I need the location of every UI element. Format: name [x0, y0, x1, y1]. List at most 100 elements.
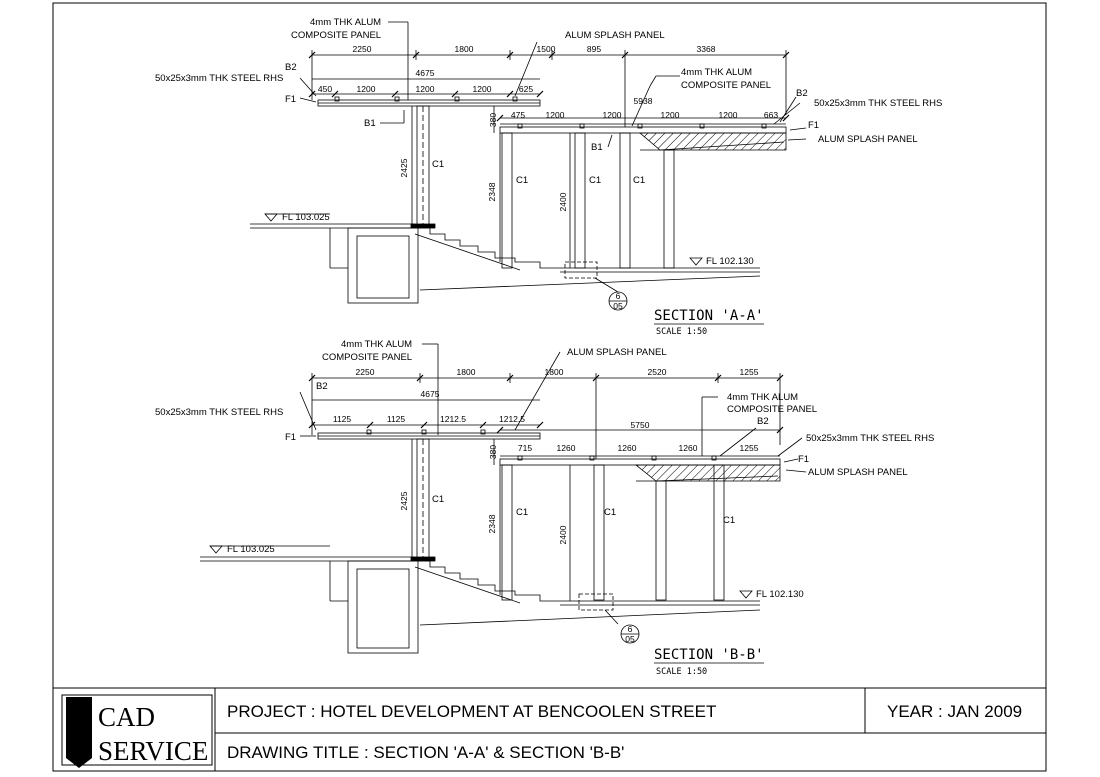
project-name: PROJECT : HOTEL DEVELOPMENT AT BENCOOLEN… [227, 702, 716, 721]
dim-bay-right: 663 [764, 110, 778, 120]
dim-top: 895 [587, 44, 601, 54]
sheet-border [52, 2, 1047, 772]
section-title: SECTION 'B-B' [654, 647, 764, 663]
logo-box [61, 694, 213, 766]
column-label: C1 [516, 507, 528, 518]
label-b2-right: B2 [796, 88, 808, 99]
dim-bay-left: 1200 [473, 84, 492, 94]
callout-bottom: 05 [625, 634, 635, 644]
dim-bay-left: 1200 [357, 84, 376, 94]
label-panel-right-1: 4mm THK ALUM [727, 392, 798, 403]
dim-bay-left: 450 [318, 84, 332, 94]
label-b2: B2 [285, 62, 297, 73]
level-upper: FL 103.025 [282, 212, 330, 223]
dim-top: 3368 [697, 44, 716, 54]
section-title: SECTION 'A-A' [654, 308, 764, 324]
dim-bay-right: 1200 [661, 110, 680, 120]
dim-top: 2250 [356, 367, 375, 377]
dim-bay-right: 1200 [603, 110, 622, 120]
dim-top: 1500 [537, 44, 556, 54]
column-label: C1 [432, 159, 444, 170]
callout-top: 6 [616, 291, 621, 301]
dim-bay-left: 625 [519, 84, 533, 94]
label-rhs-left: 50x25x3mm THK STEEL RHS [155, 73, 283, 84]
column-label: C1 [516, 175, 528, 186]
label-splash-right: ALUM SPLASH PANEL [808, 467, 908, 478]
dim-step: 380 [488, 113, 498, 127]
section-b-b [200, 343, 807, 664]
dim-bay-right: 1260 [679, 443, 698, 453]
label-f1-right: F1 [808, 120, 819, 131]
section-scale: SCALE 1:50 [656, 667, 707, 677]
dim-overall-left: 4675 [421, 389, 440, 399]
callout-top: 6 [628, 624, 633, 634]
logo-letter: S [70, 712, 90, 745]
label-panel-right-1: 4mm THK ALUM [681, 67, 752, 78]
label-b1: B1 [364, 118, 376, 129]
dim-bay-right: 1260 [618, 443, 637, 453]
label-panel-right-2: COMPOSITE PANEL [681, 80, 771, 91]
dim-overall-right: 5750 [631, 420, 650, 430]
dim-bay-left: 1212.5 [499, 414, 525, 424]
dim-height-mid: 2348 [487, 182, 497, 201]
dim-bay-right: 715 [518, 443, 532, 453]
label-splash-left: ALUM SPLASH PANEL [567, 347, 667, 358]
dim-bay-left: 1200 [416, 84, 435, 94]
logo-line2: SERVICE [98, 736, 208, 766]
dim-height-right: 2400 [558, 192, 568, 211]
label-rhs-right: 50x25x3mm THK STEEL RHS [814, 98, 942, 109]
dim-bay-left: 1125 [387, 414, 406, 424]
logo-mark-icon [66, 697, 92, 768]
drawing-title: DRAWING TITLE : SECTION 'A-A' & SECTION … [227, 743, 624, 762]
label-rhs-left: 50x25x3mm THK STEEL RHS [155, 407, 283, 418]
dim-bay-left: 1212.5 [440, 414, 466, 424]
level-lower: FL 102.130 [706, 256, 754, 267]
dim-bay-right: 1260 [557, 443, 576, 453]
column-label: C1 [723, 515, 735, 526]
section-a-a-text: 4mm THK ALUM COMPOSITE PANEL ALUM SPLASH… [155, 17, 942, 337]
label-panel-left-2: COMPOSITE PANEL [291, 30, 381, 41]
logo-line1: CAD [98, 702, 155, 732]
callout-bottom: 05 [613, 301, 623, 311]
dim-bay-right: 475 [511, 110, 525, 120]
dim-top: 2250 [353, 44, 372, 54]
dim-height-left: 2425 [399, 158, 409, 177]
column-label: C1 [604, 507, 616, 518]
dim-height-mid: 2348 [487, 514, 497, 533]
dim-top: 1255 [740, 367, 759, 377]
year: YEAR : JAN 2009 [887, 702, 1022, 721]
label-b2-right: B2 [757, 416, 769, 427]
label-splash-left: ALUM SPLASH PANEL [565, 30, 665, 41]
section-b-b-text: 4mm THK ALUM COMPOSITE PANEL ALUM SPLASH… [155, 339, 934, 677]
column-label: C1 [589, 175, 601, 186]
dim-bay-right: 1200 [546, 110, 565, 120]
dim-bay-right: 1200 [719, 110, 738, 120]
label-rhs-right: 50x25x3mm THK STEEL RHS [806, 433, 934, 444]
dim-bay-right: 1255 [740, 443, 759, 453]
dim-height-left: 2425 [399, 491, 409, 510]
title-block [53, 687, 1046, 771]
dim-overall-right: 5938 [634, 96, 653, 106]
label-panel-left-1: 4mm THK ALUM [341, 339, 412, 350]
label-f1-right: F1 [798, 454, 809, 465]
section-scale: SCALE 1:50 [656, 327, 707, 337]
label-b2: B2 [316, 381, 328, 392]
dim-bay-left: 1125 [333, 414, 352, 424]
label-panel-left-1: 4mm THK ALUM [310, 17, 381, 28]
label-panel-left-2: COMPOSITE PANEL [322, 352, 412, 363]
section-a-a [250, 21, 807, 325]
title-block-text: S CAD SERVICE PROJECT : HOTEL DEVELOPMEN… [70, 702, 1022, 766]
dim-step: 380 [488, 445, 498, 459]
dim-height-right: 2400 [558, 525, 568, 544]
dim-overall-left: 4675 [416, 68, 435, 78]
label-f1: F1 [285, 432, 296, 443]
label-f1: F1 [285, 94, 296, 105]
dim-top: 1800 [455, 44, 474, 54]
dim-top: 1800 [545, 367, 564, 377]
column-label: C1 [432, 494, 444, 505]
label-panel-right-2: COMPOSITE PANEL [727, 404, 817, 415]
level-lower: FL 102.130 [756, 589, 804, 600]
column-label: C1 [633, 175, 645, 186]
dim-top: 2520 [648, 367, 667, 377]
